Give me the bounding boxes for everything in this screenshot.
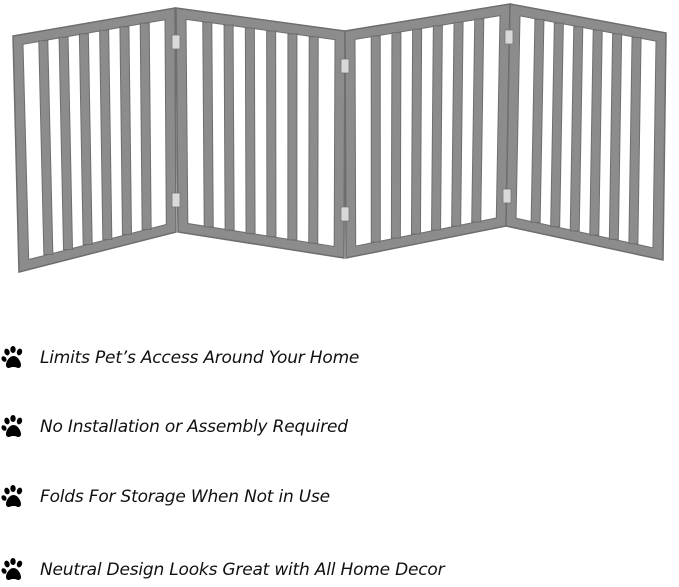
gate-hinges (171, 29, 514, 222)
gate-bar (451, 21, 464, 227)
gate-bar (287, 33, 298, 241)
paw-print-icon (0, 346, 24, 368)
paw-print-icon (0, 485, 24, 507)
gate-bar (99, 29, 113, 240)
gate-bar (550, 22, 564, 228)
gate-opening (185, 18, 336, 248)
feature-text: No Installation or Assembly Required (40, 417, 348, 437)
gate-bar (431, 25, 443, 231)
folding-pet-gate-image (12, 3, 667, 273)
gate-panel-1 (12, 7, 177, 273)
gate-hinge (502, 188, 512, 204)
gate-panel-3 (344, 3, 511, 259)
gate-panel-4 (505, 3, 667, 261)
gate-hinge (171, 34, 181, 50)
gate-bar (410, 28, 423, 235)
gate-hinge (504, 29, 514, 45)
gate-bar (244, 27, 256, 234)
gate-bar (628, 37, 642, 245)
gate-bar (139, 22, 152, 230)
gate-bar (58, 36, 74, 251)
gate-bar (608, 33, 623, 240)
paw-print-icon (0, 558, 24, 580)
gate-panel-2 (175, 7, 346, 259)
gate-panels (12, 3, 667, 273)
feature-item-access: Limits Pet’s Access Around Your Home (0, 345, 679, 375)
gate-bar (530, 18, 545, 223)
feature-text: Neutral Design Looks Great with All Home… (40, 560, 445, 580)
gate-bar (78, 33, 93, 246)
gate-hinge (340, 206, 350, 222)
feature-item-storage: Folds For Storage When Not in Use (0, 484, 679, 514)
gate-bar (266, 30, 277, 238)
gate-bar (223, 24, 235, 231)
feature-text: Limits Pet’s Access Around Your Home (40, 348, 360, 368)
gate-bar (202, 21, 214, 228)
gate-bar (589, 29, 603, 236)
gate-hinge (171, 192, 181, 208)
gate-bar (38, 40, 54, 256)
feature-item-installation: No Installation or Assembly Required (0, 414, 679, 444)
gate-bar (569, 26, 584, 232)
feature-item-design: Neutral Design Looks Great with All Home… (0, 557, 679, 587)
gate-hinge (340, 58, 350, 74)
gate-bar (119, 26, 132, 235)
gate-bar (390, 32, 402, 239)
gate-bar (308, 36, 319, 244)
paw-print-icon (0, 415, 24, 437)
feature-text: Folds For Storage When Not in Use (40, 487, 330, 507)
gate-bar (471, 18, 485, 223)
gate-bar (370, 35, 381, 243)
